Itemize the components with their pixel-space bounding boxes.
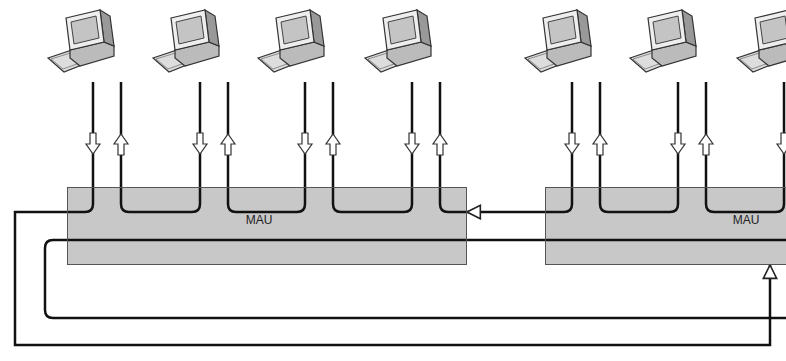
flow-arrow <box>593 134 607 155</box>
ring-wire <box>228 82 305 212</box>
computer-icon <box>153 10 219 72</box>
mau-fill <box>67 187 467 265</box>
ring-wire <box>121 82 200 212</box>
ring-wire <box>600 82 678 212</box>
flow-arrow <box>86 133 100 154</box>
ring-wire <box>333 82 412 212</box>
flow-arrow <box>298 133 312 154</box>
computer-icon <box>258 10 324 72</box>
computer-icon <box>365 10 431 72</box>
flow-arrow <box>221 134 235 155</box>
mau-label: MAU <box>733 213 760 227</box>
ring-wire <box>706 82 784 212</box>
computer-icon <box>630 10 696 72</box>
ring-wire <box>45 240 786 318</box>
flow-arrow <box>193 133 207 154</box>
computer-icon <box>737 10 786 72</box>
mau-label: MAU <box>246 213 273 227</box>
flow-arrow <box>326 134 340 155</box>
flow-arrow <box>433 134 447 155</box>
flow-arrow <box>699 134 713 155</box>
flow-arrow <box>565 133 579 154</box>
ring-connector <box>15 212 770 345</box>
flow-arrow <box>777 133 786 154</box>
computer-icon <box>48 10 114 72</box>
computer-icon <box>525 10 591 72</box>
flow-arrow <box>405 133 419 154</box>
ring-wire <box>440 82 467 212</box>
mau-box: MAU <box>545 187 786 265</box>
ring-connector <box>467 211 545 214</box>
mau-fill <box>545 187 786 265</box>
flow-arrow <box>114 134 128 155</box>
flow-arrow <box>671 133 685 154</box>
mau-box: MAU <box>67 187 467 265</box>
